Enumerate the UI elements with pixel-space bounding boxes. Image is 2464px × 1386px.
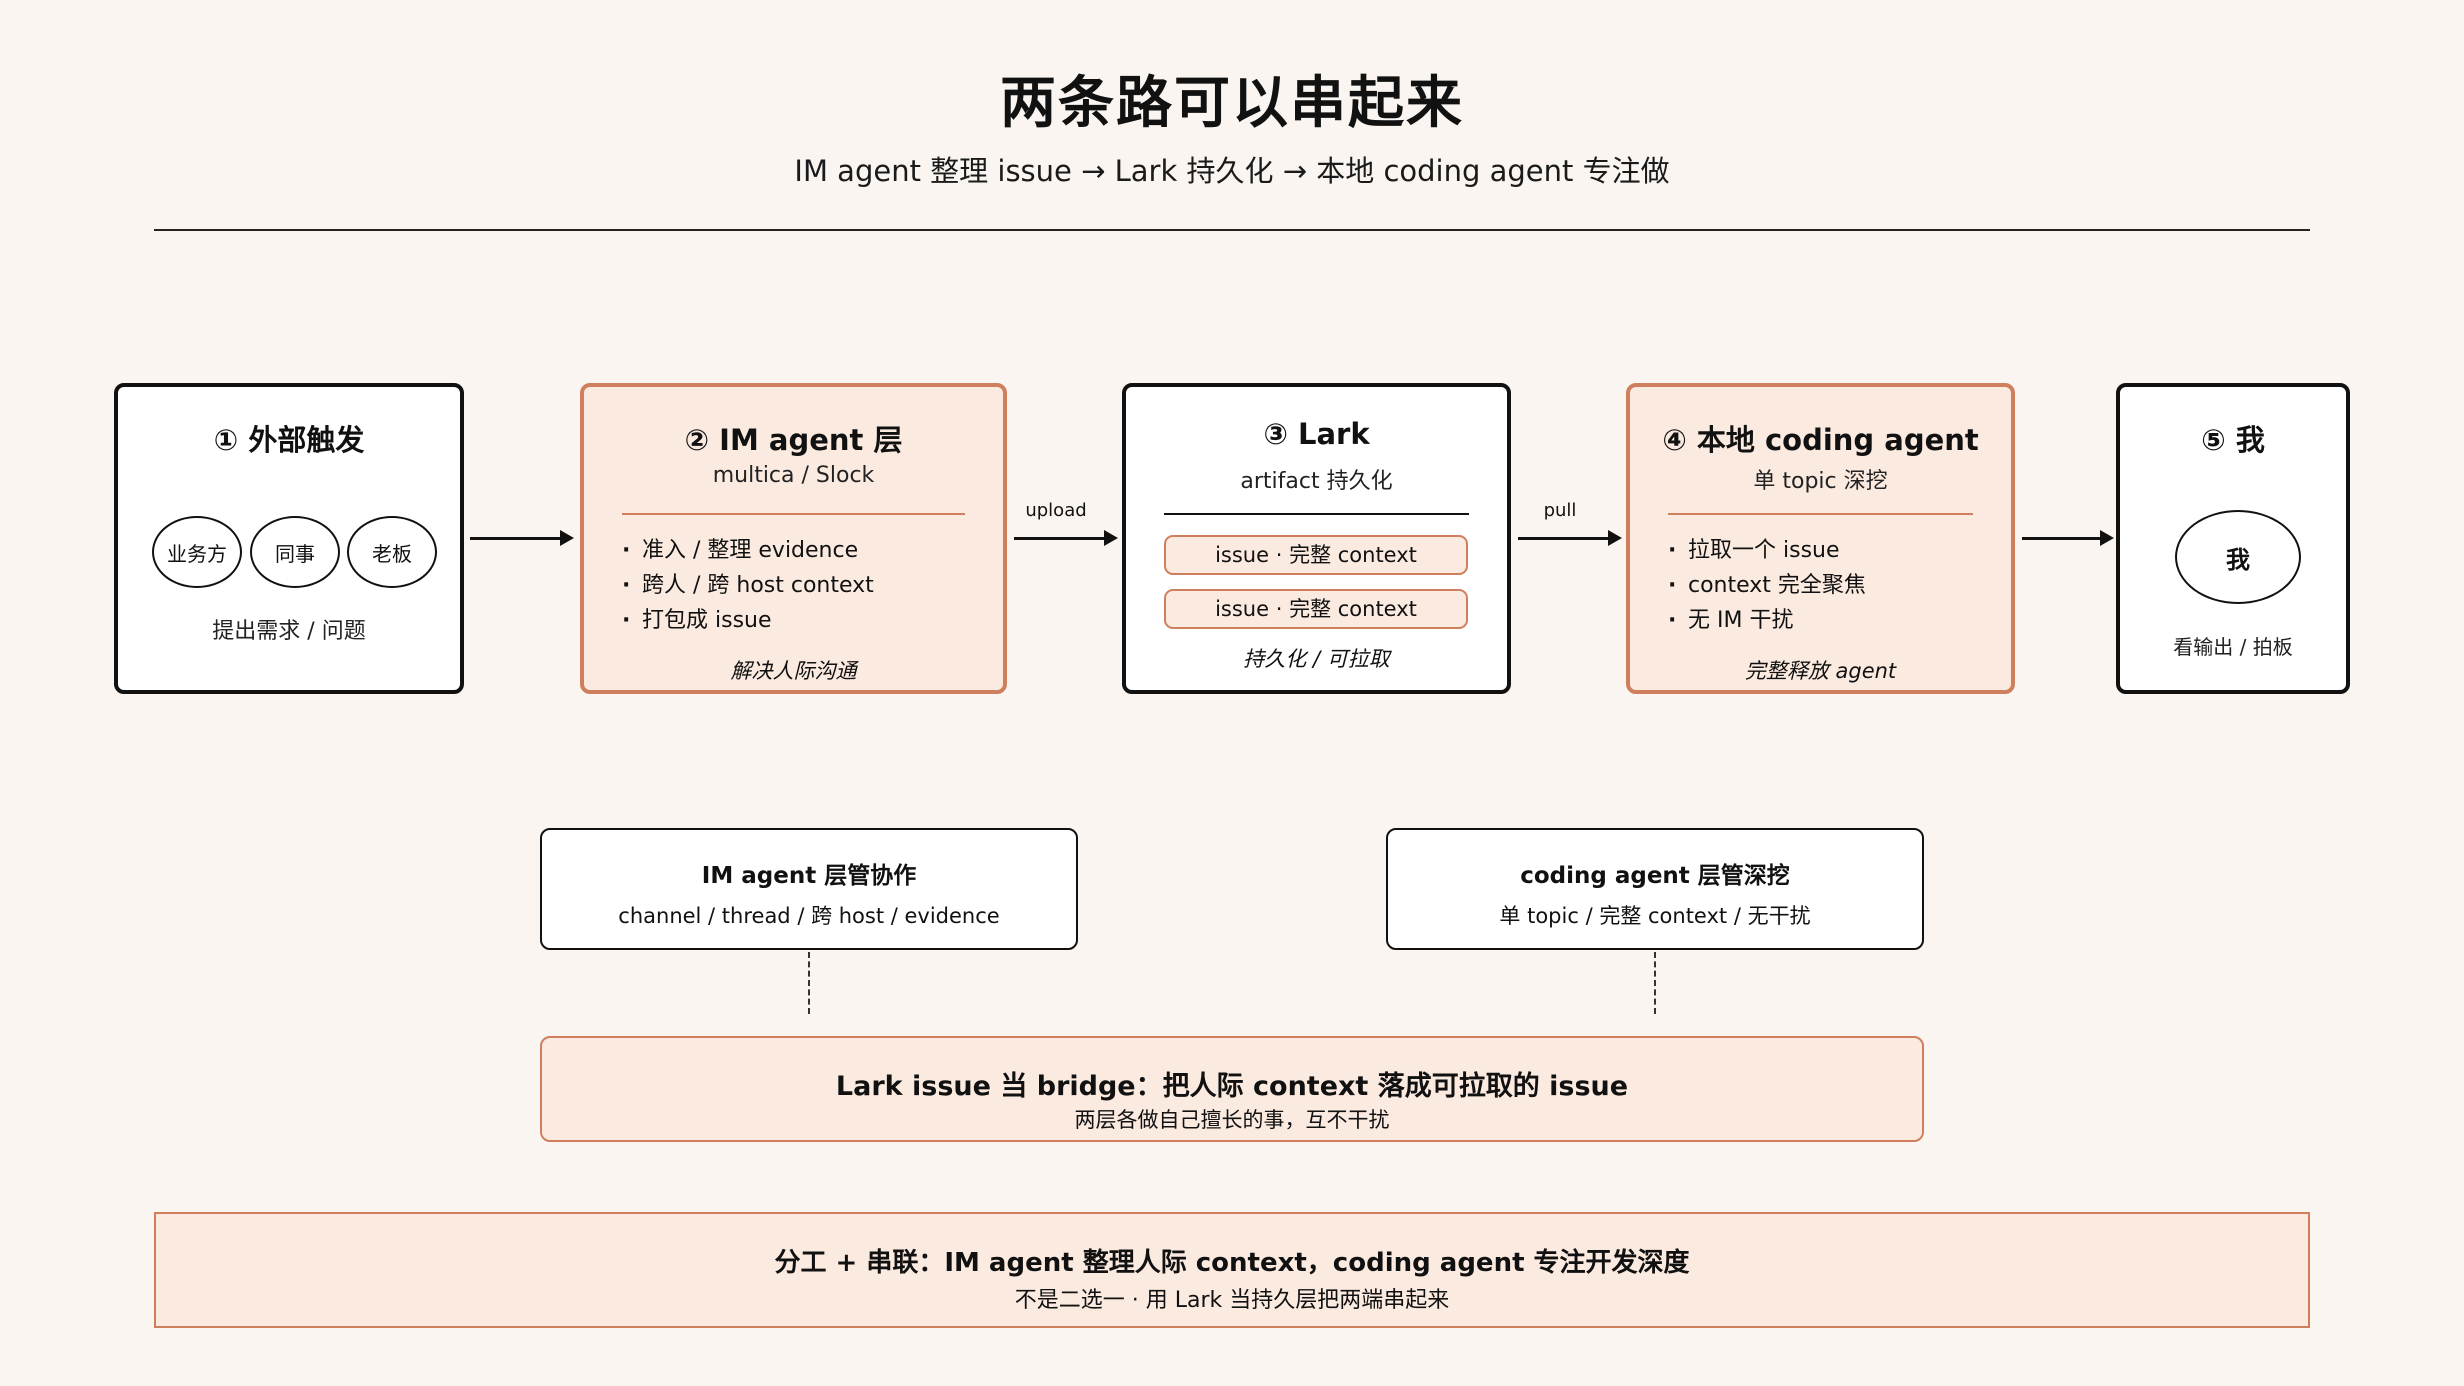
header-divider bbox=[154, 229, 2310, 231]
card-title: IM agent 层管协作 bbox=[701, 863, 917, 889]
page-subtitle: IM agent 整理 issue → Lark 持久化 → 本地 coding… bbox=[794, 154, 1670, 188]
list-item: 跨人 / 跨 host context bbox=[622, 568, 874, 603]
stage-caption: 提出需求 / 问题 bbox=[212, 619, 366, 644]
coding-layer-card: coding agent 层管深挖 单 topic / 完整 context /… bbox=[1386, 828, 1924, 950]
arrow-label-pull: pull bbox=[1543, 500, 1577, 521]
bridge-band: Lark issue 当 bridge：把人际 context 落成可拉取的 i… bbox=[540, 1036, 1924, 1142]
bridge-subtitle: 两层各做自己擅长的事，互不干扰 bbox=[1074, 1108, 1390, 1132]
arrow-trigger-to-im bbox=[470, 530, 574, 546]
dashed-connector-right bbox=[1654, 952, 1656, 1014]
bridge-title: Lark issue 当 bridge：把人际 context 落成可拉取的 i… bbox=[835, 1071, 1629, 1102]
stage-divider bbox=[622, 513, 965, 515]
arrow-im-to-lark bbox=[1014, 530, 1118, 546]
summary-band: 分工 + 串联：IM agent 整理人际 context，coding age… bbox=[154, 1212, 2310, 1328]
issue-card: issue · 完整 context bbox=[1164, 589, 1468, 629]
stage-me: ⑤ 我 我 看输出 / 拍板 bbox=[2116, 383, 2350, 694]
summary-title: 分工 + 串联：IM agent 整理人际 context，coding age… bbox=[774, 1248, 1690, 1278]
stage-title: ⑤ 我 bbox=[2201, 423, 2265, 457]
circle-colleague: 同事 bbox=[250, 516, 340, 588]
stage-coding-agent: ④ 本地 coding agent 单 topic 深挖 拉取一个 issue … bbox=[1626, 383, 2015, 694]
card-subtitle: 单 topic / 完整 context / 无干扰 bbox=[1499, 904, 1811, 928]
stage-title: ④ 本地 coding agent bbox=[1662, 423, 1979, 457]
list-item: context 完全聚焦 bbox=[1668, 568, 1866, 603]
stage-subtitle: artifact 持久化 bbox=[1240, 469, 1393, 494]
im-layer-card: IM agent 层管协作 channel / thread / 跨 host … bbox=[540, 828, 1078, 950]
dashed-connector-left bbox=[808, 952, 810, 1014]
list-item: 拉取一个 issue bbox=[1668, 533, 1866, 568]
stage-caption: 看输出 / 拍板 bbox=[2173, 635, 2293, 659]
stage-external-trigger: ① 外部触发 业务方 同事 老板 提出需求 / 问题 bbox=[114, 383, 464, 694]
arrow-coding-to-me bbox=[2022, 530, 2114, 546]
stage-footer: 持久化 / 可拉取 bbox=[1243, 647, 1390, 671]
stage-title: ② IM agent 层 bbox=[684, 423, 903, 457]
stage-footer: 解决人际沟通 bbox=[730, 659, 857, 683]
stage-divider bbox=[1164, 513, 1469, 515]
arrow-label-upload: upload bbox=[1025, 500, 1087, 521]
stage-divider bbox=[1668, 513, 1973, 515]
page-title: 两条路可以串起来 bbox=[1000, 71, 1464, 136]
circle-me: 我 bbox=[2175, 510, 2301, 604]
stage-title: ③ Lark bbox=[1263, 417, 1370, 451]
arrow-lark-to-coding bbox=[1518, 530, 1622, 546]
stage-subtitle: 单 topic 深挖 bbox=[1753, 469, 1888, 494]
list-item: 打包成 issue bbox=[622, 603, 874, 638]
card-title: coding agent 层管深挖 bbox=[1520, 863, 1790, 889]
card-subtitle: channel / thread / 跨 host / evidence bbox=[618, 904, 1000, 928]
circle-boss: 老板 bbox=[347, 516, 437, 588]
summary-subtitle: 不是二选一 · 用 Lark 当持久层把两端串起来 bbox=[1014, 1288, 1450, 1313]
stage-im-agent: ② IM agent 层 multica / Slock 准入 / 整理 evi… bbox=[580, 383, 1007, 694]
issue-card: issue · 完整 context bbox=[1164, 535, 1468, 575]
stage-lark: ③ Lark artifact 持久化 issue · 完整 context i… bbox=[1122, 383, 1511, 694]
stage-item-list: 准入 / 整理 evidence 跨人 / 跨 host context 打包成… bbox=[622, 533, 874, 638]
list-item: 无 IM 干扰 bbox=[1668, 603, 1866, 638]
stage-subtitle: multica / Slock bbox=[712, 463, 875, 488]
circle-business: 业务方 bbox=[152, 516, 242, 588]
stage-title: ① 外部触发 bbox=[213, 423, 365, 457]
stage-footer: 完整释放 agent bbox=[1744, 659, 1897, 683]
stage-item-list: 拉取一个 issue context 完全聚焦 无 IM 干扰 bbox=[1668, 533, 1866, 638]
list-item: 准入 / 整理 evidence bbox=[622, 533, 874, 568]
